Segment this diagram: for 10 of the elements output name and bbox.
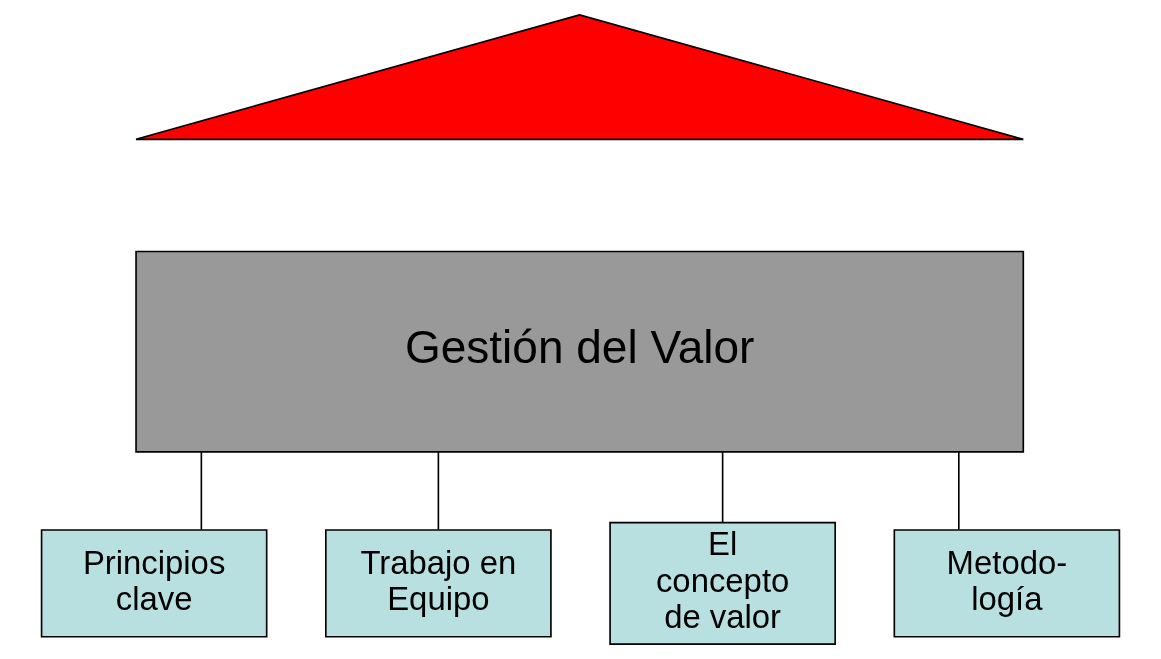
node-box: Trabajo en Equipo — [325, 529, 552, 638]
connector — [200, 451, 203, 531]
node-box: Gestión del Valor — [135, 250, 1025, 453]
connector — [437, 451, 440, 531]
node-box: El concepto de valor — [609, 521, 836, 645]
node-triangle — [135, 14, 1025, 141]
node-box: Principios clave — [40, 529, 268, 638]
node-box: Metodo- logía — [893, 529, 1121, 638]
connector — [721, 451, 724, 524]
connector — [958, 451, 960, 531]
